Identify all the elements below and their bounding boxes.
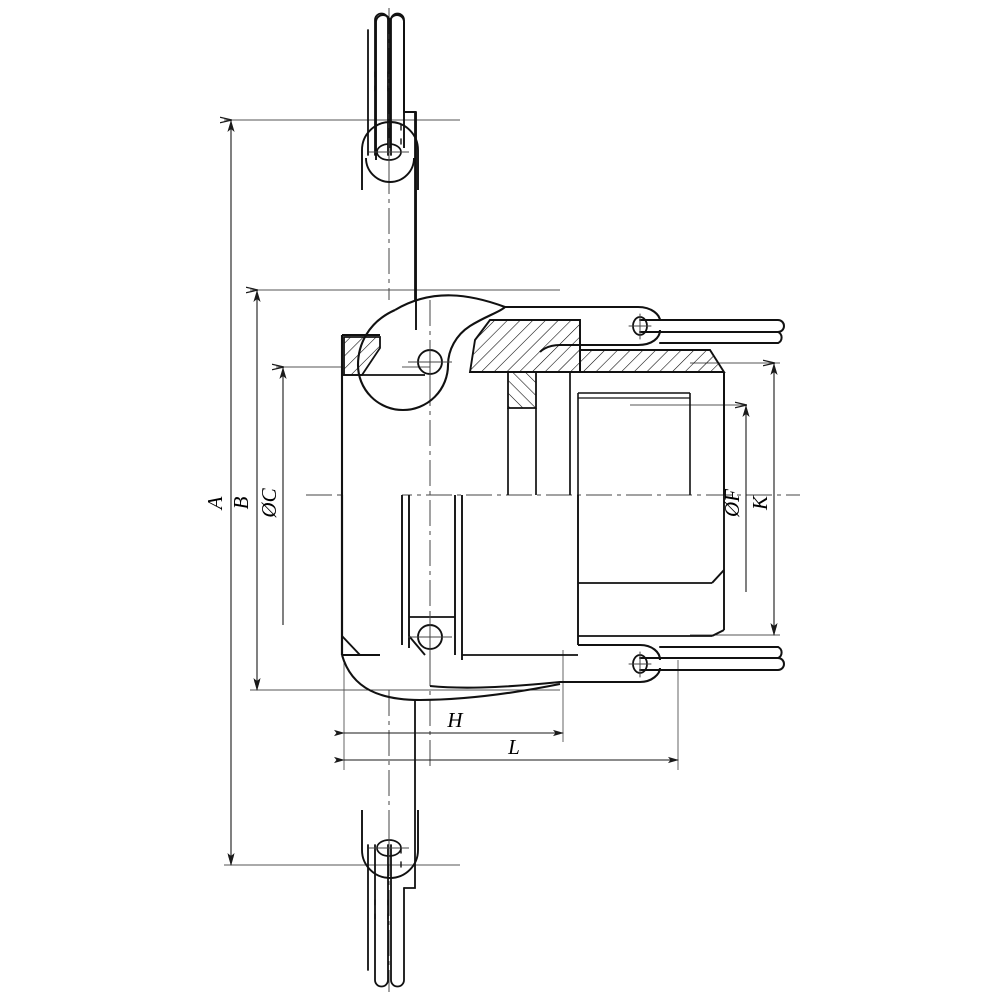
- handle-top: [628, 313, 785, 344]
- dimension-label-B: B: [229, 496, 253, 509]
- flange-fill: [342, 335, 402, 655]
- cam-lobe-bottom: [340, 654, 561, 702]
- flange-section-top: [343, 336, 381, 376]
- dimension-label-L: L: [507, 735, 520, 759]
- cam-pivot-top-plan: [369, 138, 409, 168]
- cam-pivot-bottom-plan: [369, 834, 409, 864]
- dimension-label-C: ØC: [257, 487, 281, 518]
- gasket-section: [507, 371, 537, 409]
- arrowhead-K-bottom: [770, 623, 778, 635]
- arrowhead-K-top: [770, 363, 778, 375]
- dimension-arrowheads: [227, 120, 778, 865]
- arrowhead-B-top: [253, 290, 261, 302]
- cam-lug-bottom-outline: [361, 810, 419, 879]
- arrowhead-A-top: [227, 120, 235, 132]
- dimension-labels: A B ØC ØF K H L: [203, 487, 772, 759]
- cam-pivot-top-side: [408, 340, 452, 384]
- cam-lobe-top: [356, 306, 506, 412]
- dimension-label-F: ØF: [720, 489, 744, 518]
- dimension-lines: [231, 120, 774, 865]
- arrowhead-B-bottom: [253, 678, 261, 690]
- cam-lever-bottom-profile: [429, 667, 662, 689]
- dimension-label-H: H: [446, 708, 464, 732]
- arrowhead-F-top: [742, 405, 750, 417]
- arrowhead-A-bottom: [227, 853, 235, 865]
- dimension-label-K: K: [748, 495, 772, 511]
- cam-pivot-bottom-side: [408, 612, 452, 662]
- dimension-label-A: A: [203, 496, 227, 511]
- cam-lug-top-outline: [361, 121, 419, 190]
- handle-bottom: [628, 646, 785, 678]
- body-section-band-upper: [579, 349, 726, 373]
- arrowhead-C-top: [279, 367, 287, 379]
- coupling-body: [340, 294, 726, 702]
- body-section-upper-left: [468, 319, 581, 373]
